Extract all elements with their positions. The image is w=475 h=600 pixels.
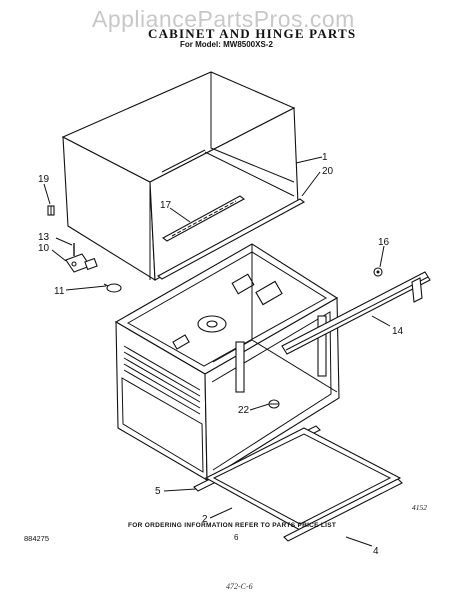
bottom-plate [204,427,402,531]
callout-4: 4 [373,546,379,557]
page-title: CABINET AND HINGE PARTS [148,26,357,41]
watermark-text: AppliancePartsPros.com [92,6,355,32]
screw-16 [373,267,383,277]
callout-2: 2 [202,514,208,525]
callout-5: 5 [155,486,161,497]
plug-22 [268,399,280,409]
callout-17: 17 [160,200,172,211]
callout-20: 20 [322,166,334,177]
model-subtitle: For Model: MW8500XS-2 [180,40,273,49]
callout-1: 1 [322,152,328,163]
document-id: 884275 [24,534,50,543]
hinge-assembly [65,243,122,293]
callout-14: 14 [392,326,404,337]
slotted-strip [161,195,246,242]
callout-19: 19 [38,174,50,185]
rear-strip [283,478,403,542]
figure-reference-number: 4152 [412,503,427,512]
page-number: 6 [234,533,239,542]
callout-16: 16 [378,237,390,248]
callout-22: 22 [238,405,250,416]
callout-13: 13 [38,232,50,243]
screw-19 [47,205,55,216]
cabinet-side-strip [156,198,306,280]
leader-lines [43,156,391,547]
handwritten-code: 472-C-6 [226,582,253,591]
callout-labels: 1 20 19 17 13 10 11 16 14 22 5 2 4 [38,152,404,557]
cabinet-wrapper [61,71,299,282]
callout-11: 11 [54,286,65,297]
ordering-info-note: FOR ORDERING INFORMATION REFER TO PARTS … [128,522,337,529]
long-rail [281,271,431,355]
callout-10: 10 [38,243,50,254]
